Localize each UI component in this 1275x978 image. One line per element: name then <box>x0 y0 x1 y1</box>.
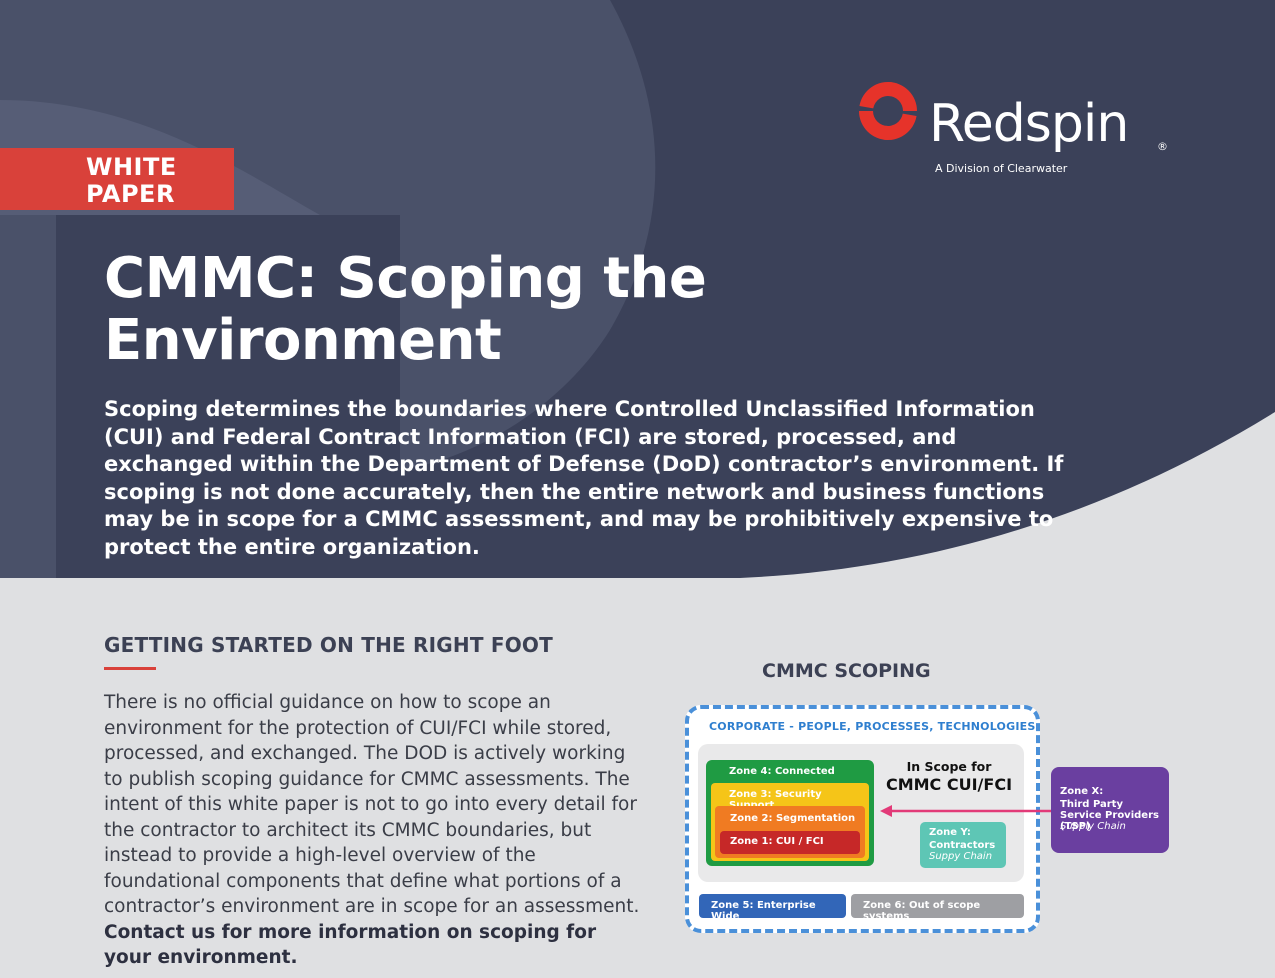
zone-x-subtitle: Third Party Service Providers (TSP) <box>1060 799 1159 832</box>
contact-callout: Contact us for more information on scopi… <box>104 921 597 969</box>
zone-6-out-of-scope: Zone 6: Out of scope systems <box>851 894 1024 922</box>
zone-1-cui-fci: Zone 1: CUI / FCI <box>720 831 860 854</box>
hero-slate-column <box>0 215 56 578</box>
arrow-left-icon <box>880 805 1054 817</box>
title-line-1: CMMC: Scoping the <box>104 246 707 311</box>
zone-x-third-party: Zone X: Third Party Service Providers (T… <box>1051 767 1169 853</box>
title-line-2: Environment <box>104 308 502 373</box>
zone-y-title: Zone Y: <box>929 827 971 838</box>
in-scope-line-2: CMMC CUI/FCI <box>885 775 1013 794</box>
logo-wordmark: Redspin <box>929 94 1129 154</box>
section-heading: GETTING STARTED ON THE RIGHT FOOT <box>104 633 553 657</box>
in-scope-label: In Scope for CMMC CUI/FCI <box>884 759 1014 795</box>
tag-line-1: WHITE <box>86 153 177 181</box>
diagram-title: CMMC SCOPING <box>762 660 931 682</box>
zone-y-italic: Suppy Chain <box>929 851 993 862</box>
zone-6-label: Zone 6: Out of scope systems <box>863 900 981 922</box>
white-paper-tag: WHITE PAPER <box>0 148 234 210</box>
logo-subtitle: A Division of Clearwater <box>935 162 1068 175</box>
zone-1-label: Zone 1: CUI / FCI <box>730 836 824 847</box>
body-paragraph: There is no official guidance on how to … <box>104 690 649 971</box>
hero-slate-arc <box>330 0 656 470</box>
redspin-logo-mark-icon <box>859 82 917 140</box>
zone-4-label: Zone 4: Connected <box>729 766 835 777</box>
zone-3-label: Zone 3: Security Support <box>729 789 822 811</box>
redspin-logo: Redspin ® A Division of Clearwater <box>855 78 1175 178</box>
in-scope-line-1: In Scope for <box>906 759 992 774</box>
zone-x-title: Zone X: <box>1060 786 1104 797</box>
zone-5-enterprise-wide: Zone 5: Enterprise Wide <box>699 894 846 922</box>
zone-2-label: Zone 2: Segmentation <box>730 813 856 824</box>
tag-line-2: PAPER <box>86 180 175 208</box>
zone-y-subtitle: Contractors <box>929 840 996 851</box>
intro-paragraph: Scoping determines the boundaries where … <box>104 397 1064 559</box>
body-text: There is no official guidance on how to … <box>104 692 640 917</box>
logo-registered-mark: ® <box>1157 140 1168 153</box>
zone-5-label: Zone 5: Enterprise Wide <box>711 900 816 922</box>
heading-underline <box>104 667 156 670</box>
page-title: CMMC: Scoping the Environment <box>104 248 784 372</box>
zone-y-contractors: Zone Y: Contractors Suppy Chain <box>920 822 1006 868</box>
zone-x-italic: Supply Chain <box>1060 821 1126 832</box>
corporate-label: CORPORATE - PEOPLE, PROCESSES, TECHNOLOG… <box>709 720 1036 733</box>
